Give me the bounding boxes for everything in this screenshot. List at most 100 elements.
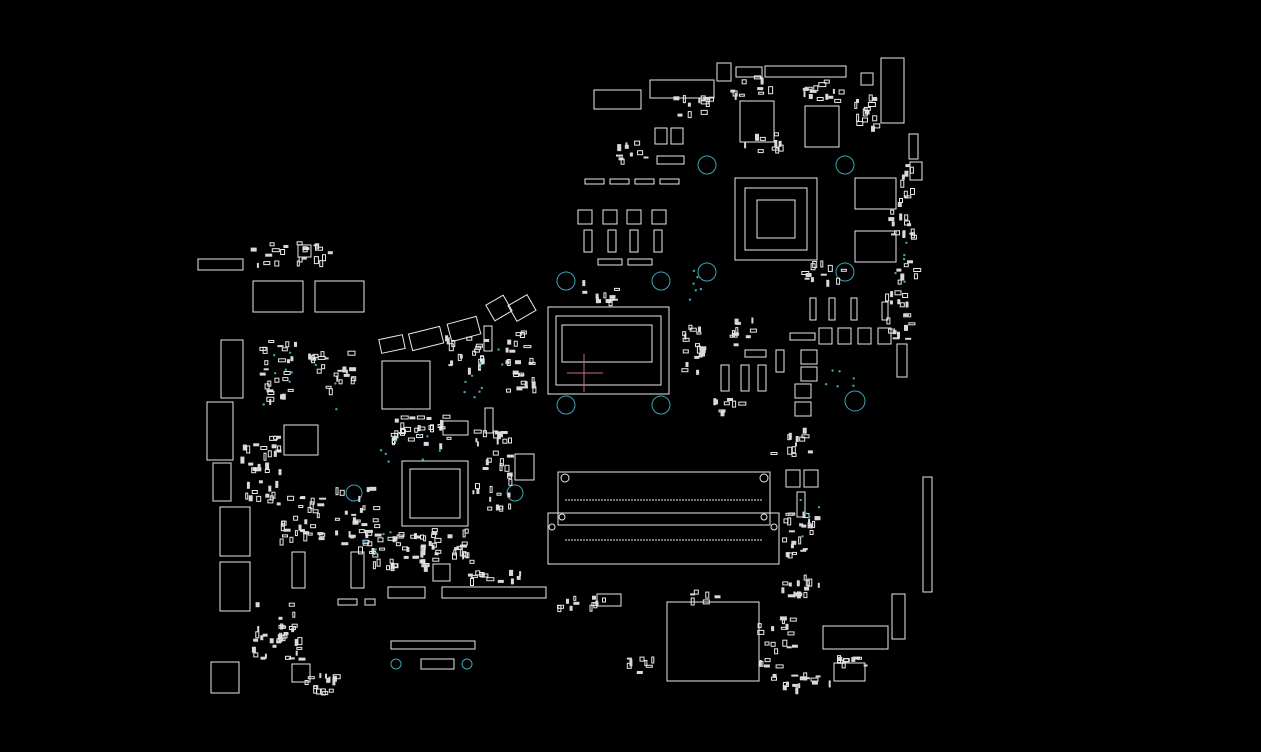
smd-part (516, 575, 521, 580)
smd-part (343, 373, 350, 377)
smd-part (265, 462, 270, 470)
smd-part (531, 381, 536, 389)
smd-part (807, 522, 811, 529)
smd-part (589, 604, 593, 612)
smd-part (802, 427, 807, 434)
smd-part (804, 277, 810, 280)
via-dot (501, 363, 504, 366)
smd-part (372, 553, 379, 558)
smd-part (269, 399, 272, 405)
smd-part (636, 671, 643, 674)
smd-part (409, 416, 416, 420)
smd-part (899, 213, 903, 221)
smd-part (492, 450, 499, 456)
smd-part (257, 626, 260, 632)
smd-part (778, 140, 782, 147)
smd-part (696, 331, 702, 335)
smd-part (484, 339, 490, 342)
smd-part (757, 629, 765, 635)
smd-part (738, 93, 745, 97)
smd-part (749, 328, 757, 333)
smd-part (795, 687, 799, 695)
via-dot (418, 434, 422, 437)
smd-part (897, 279, 902, 285)
smd-part (773, 132, 779, 137)
via-dot (288, 380, 291, 383)
smd-part (899, 198, 903, 203)
smd-part (335, 530, 339, 536)
smd-part (903, 263, 909, 268)
smd-part (892, 330, 897, 335)
smd-part (264, 469, 270, 473)
smd-part (428, 425, 434, 431)
via-dot (692, 282, 695, 285)
smd-part (266, 396, 275, 402)
smd-part (789, 617, 797, 622)
smd-part (629, 152, 633, 157)
smd-part (328, 388, 333, 396)
smd-part (256, 495, 262, 502)
smd-part (420, 550, 424, 558)
smd-part (507, 492, 511, 498)
smd-part (799, 523, 804, 527)
smd-part (465, 552, 470, 559)
smd-part (291, 628, 295, 633)
smd-part (293, 515, 299, 521)
smd-part (288, 602, 295, 607)
smd-part (791, 446, 796, 454)
smd-part (462, 529, 466, 538)
smd-part (321, 364, 326, 370)
smd-part (791, 644, 798, 648)
smd-part (288, 657, 295, 660)
via-dot (799, 498, 802, 502)
via-dot (831, 369, 834, 372)
smd-part (264, 383, 270, 390)
smd-part (698, 326, 701, 332)
smd-part (486, 577, 495, 582)
smd-part (730, 89, 736, 93)
smd-part (888, 217, 895, 222)
smd-part (690, 597, 695, 606)
smd-part (303, 531, 309, 535)
smd-part (452, 552, 457, 560)
smd-part (349, 367, 357, 372)
smd-part (461, 541, 468, 546)
smd-part (351, 513, 357, 516)
smd-part (358, 495, 361, 502)
smd-part (390, 564, 395, 572)
smd-part (896, 268, 902, 272)
smd-part (242, 444, 247, 451)
via-dot (817, 506, 821, 509)
smd-part (507, 472, 513, 479)
smd-part (248, 495, 253, 502)
smd-part (417, 425, 421, 432)
via-dot (480, 386, 483, 390)
smd-part (801, 524, 807, 528)
smd-part (257, 463, 261, 471)
via-dot (464, 380, 467, 384)
smd-part (788, 432, 792, 440)
smd-part (519, 571, 522, 577)
smd-part (758, 91, 765, 95)
smd-part (351, 376, 357, 382)
via-dot (314, 363, 317, 367)
smd-part (273, 450, 277, 457)
via-dot (836, 385, 839, 388)
smd-part (890, 209, 895, 215)
dimm-slots (547, 471, 780, 565)
smd-part (808, 518, 811, 524)
via-dot (852, 377, 855, 380)
smd-part (269, 638, 274, 644)
smd-part (617, 144, 622, 152)
smd-part (733, 343, 739, 347)
smd-part (759, 660, 762, 666)
smd-part (334, 517, 340, 521)
smd-part (290, 356, 294, 362)
smd-part (698, 98, 701, 104)
smd-part (313, 256, 319, 265)
smd-part (295, 650, 298, 656)
smd-part (734, 318, 739, 325)
smd-part (300, 529, 305, 533)
smd-part (316, 368, 322, 374)
smd-part (374, 533, 382, 537)
